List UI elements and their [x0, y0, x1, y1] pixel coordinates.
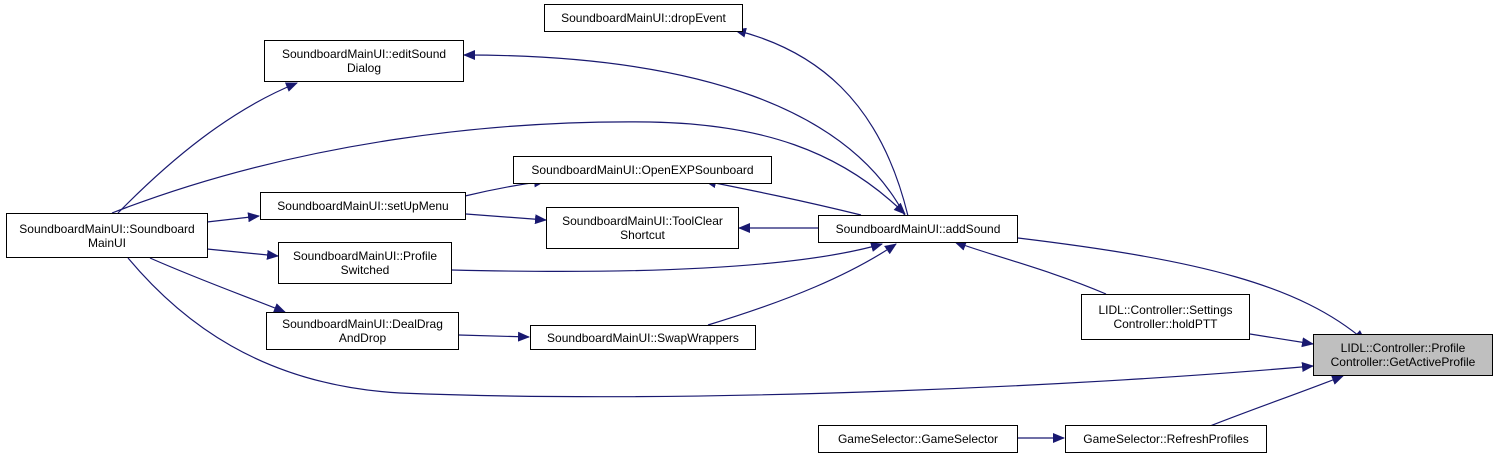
- node-swap-wrappers[interactable]: SoundboardMainUI::SwapWrappers: [530, 325, 756, 350]
- edge-get-active-profile-to-hold-ptt: [1249, 333, 1314, 348]
- node-drop-event[interactable]: SoundboardMainUI::dropEvent: [544, 4, 743, 32]
- node-label-line: SoundboardMainUI::Soundboard: [19, 221, 195, 236]
- node-soundboard-main-ui[interactable]: SoundboardMainUI::Soundboard MainUI: [6, 213, 208, 258]
- edge-hold-ptt-to-add-sound: [954, 241, 1107, 295]
- edge-soundboard-main-ui-to-deal-drag-and-drop: [149, 257, 286, 313]
- edge-add-sound-to-soundboard-main-ui-top: [111, 121, 906, 215]
- edge-get-active-profile-to-soundboard-main-ui-bottom: [127, 257, 1314, 398]
- edge-add-sound-to-profile-switched: [451, 242, 883, 272]
- node-open-exp-sounboard[interactable]: SoundboardMainUI::OpenEXPSounboard: [513, 156, 772, 184]
- node-game-selector[interactable]: GameSelector::GameSelector: [818, 425, 1018, 453]
- node-label-line: Dialog: [346, 61, 382, 75]
- edge-get-active-profile-to-add-sound: [1017, 237, 1366, 342]
- edge-set-up-menu-to-tool-clear-shortcut: [465, 213, 547, 225]
- node-label-line: Switched: [340, 263, 390, 277]
- node-label-line: GameSelector::GameSelector: [837, 432, 999, 446]
- node-deal-drag-and-drop[interactable]: SoundboardMainUI::DealDrag AndDrop: [266, 312, 459, 350]
- node-tool-clear-shortcut[interactable]: SoundboardMainUI::ToolClear Shortcut: [546, 207, 739, 249]
- node-label-line: Controller::holdPTT: [1113, 317, 1218, 331]
- edge-soundboard-main-ui-to-profile-switched: [206, 248, 279, 260]
- node-label-line: AndDrop: [338, 331, 387, 345]
- node-edit-sound-dialog[interactable]: SoundboardMainUI::editSound Dialog: [264, 40, 464, 82]
- node-label-line: Shortcut: [620, 228, 665, 242]
- edge-add-sound-to-drop-event: [734, 27, 909, 217]
- edge-soundboard-main-ui-to-edit-sound-dialog: [117, 82, 298, 214]
- node-label-line: SoundboardMainUI::setUpMenu: [277, 199, 449, 213]
- node-refresh-profiles[interactable]: GameSelector::RefreshProfiles: [1065, 425, 1267, 453]
- node-label-line: LIDL::Controller::Settings: [1098, 303, 1233, 317]
- node-label-line: SoundboardMainUI::DealDrag: [282, 317, 443, 331]
- edge-add-sound-to-swap-wrappers: [707, 243, 897, 326]
- node-label-line: SoundboardMainUI::addSound: [835, 222, 1001, 236]
- edge-deal-drag-and-drop-to-swap-wrappers: [458, 331, 530, 342]
- node-label-line: SoundboardMainUI::ToolClear: [562, 214, 723, 228]
- node-label-line: Controller::GetActiveProfile: [1330, 355, 1476, 369]
- node-label-line: GameSelector::RefreshProfiles: [1083, 432, 1249, 446]
- node-get-active-profile: LIDL::Controller::Profile Controller::Ge…: [1313, 334, 1493, 376]
- node-label-line: MainUI: [87, 235, 126, 250]
- node-label-line: SoundboardMainUI::editSound: [281, 47, 447, 61]
- node-label-line: SoundboardMainUI::Profile: [292, 249, 438, 263]
- node-hold-ptt[interactable]: LIDL::Controller::Settings Controller::h…: [1081, 294, 1250, 340]
- node-add-sound[interactable]: SoundboardMainUI::addSound: [818, 215, 1018, 243]
- node-label-line: SoundboardMainUI::dropEvent: [561, 11, 726, 25]
- node-label-line: SoundboardMainUI::SwapWrappers: [547, 330, 739, 345]
- node-label-line: SoundboardMainUI::OpenEXPSounboard: [531, 163, 754, 177]
- edge-get-active-profile-to-refresh-profiles: [1204, 375, 1344, 429]
- edge-soundboard-main-ui-to-set-up-menu: [206, 212, 260, 223]
- edge-add-sound-to-open-exp-sounboard: [704, 178, 862, 216]
- node-profile-switched[interactable]: SoundboardMainUI::Profile Switched: [278, 242, 452, 284]
- edge-add-sound-to-edit-sound-dialog: [463, 50, 906, 217]
- node-label-line: LIDL::Controller::Profile: [1340, 341, 1466, 355]
- node-set-up-menu[interactable]: SoundboardMainUI::setUpMenu: [260, 192, 466, 220]
